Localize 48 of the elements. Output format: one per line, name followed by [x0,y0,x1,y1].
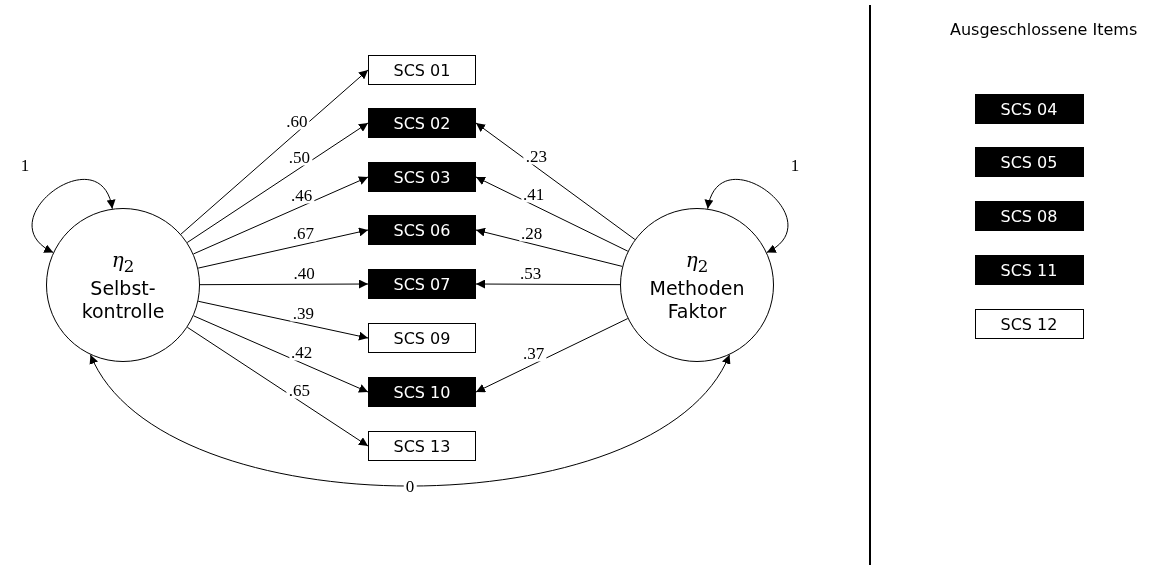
item-label: SCS 12 [1000,314,1058,334]
arrow [192,176,369,255]
item-label: SCS 08 [1000,206,1058,226]
item-label: SCS 09 [393,328,451,348]
arrow [475,279,621,289]
arrow [475,176,629,252]
edge-label: .67 [290,225,317,242]
indicator-box [368,323,476,353]
arrow [197,227,369,269]
indicator-box [974,147,1084,177]
arrow [706,179,789,253]
arrow [199,279,369,289]
arrow [186,122,369,244]
item-label: SCS 02 [393,113,451,133]
arrow [475,318,629,393]
indicator-box [974,94,1084,124]
arrow [197,300,369,341]
item-label: SCS 06 [393,220,451,240]
panel-heading: Ausgeschlossene Items [950,20,1138,39]
item-label: SCS 11 [1000,260,1058,280]
arrow [180,69,369,235]
indicator-box [368,269,476,299]
indicator-box [974,309,1084,339]
item-label: SCS 05 [1000,152,1058,172]
item-label: SCS 10 [393,382,451,402]
indicator-box [974,201,1084,231]
arrow [475,122,636,240]
indicator-box [368,55,476,85]
item-label: SCS 01 [393,60,451,80]
factor-name: Selbst-kontrolle [80,276,166,323]
arrow [193,315,369,393]
item-label: SCS 04 [1000,99,1058,119]
arrow [475,227,623,267]
item-label: SCS 03 [393,167,451,187]
indicator-box [368,215,476,245]
indicator-box [974,255,1084,285]
arrow [31,179,114,253]
arrow [89,354,731,487]
factor-symbol: η$_{2}$ [111,247,135,277]
arrow [186,326,369,447]
factor-symbol: η$_{2}$ [685,247,709,277]
indicator-box [368,431,476,461]
indicator-box [368,377,476,407]
factor-name: Methoden Faktor [648,276,746,323]
indicator-box [368,162,476,192]
item-label: SCS 13 [393,436,451,456]
item-label: SCS 07 [393,274,451,294]
indicator-box [368,108,476,138]
